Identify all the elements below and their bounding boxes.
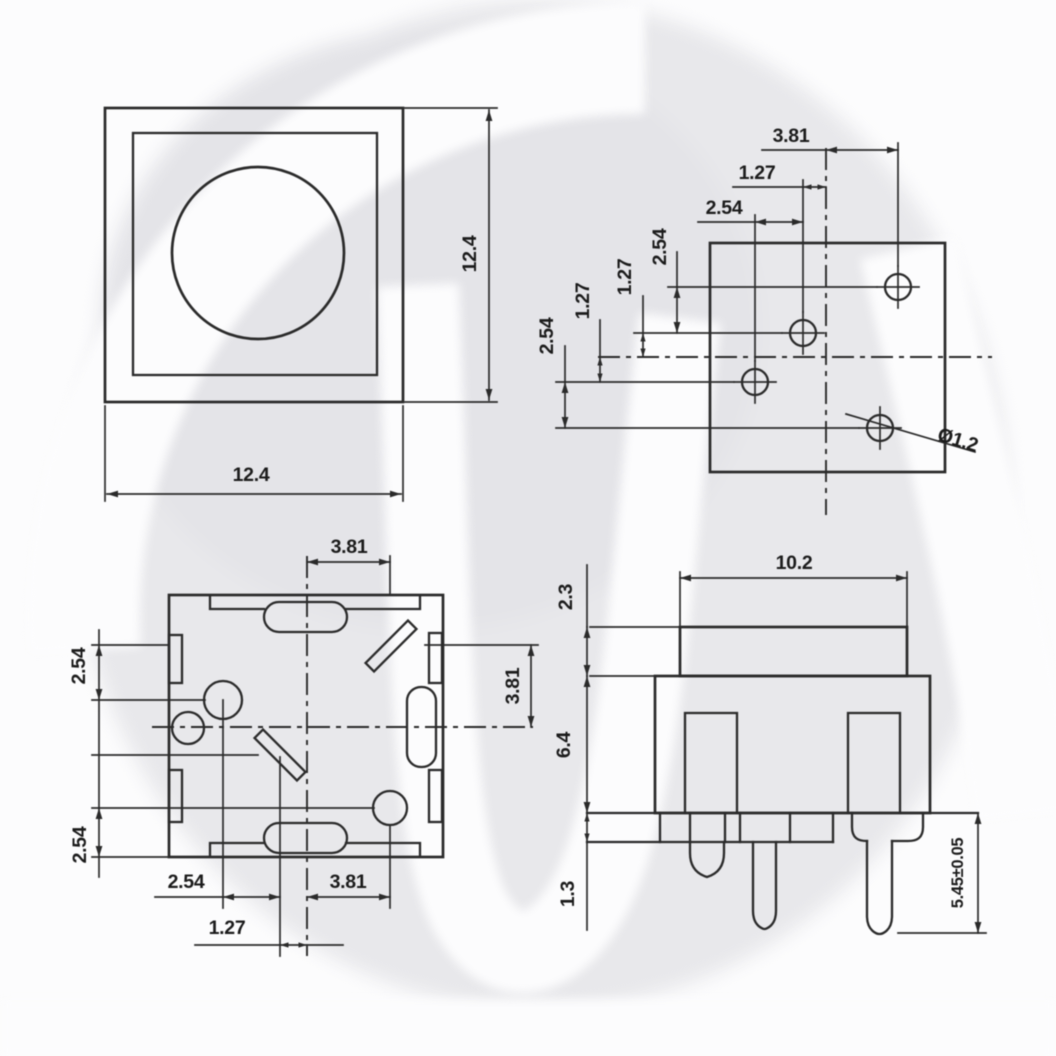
bottom-slot <box>262 821 349 855</box>
mounting-hole-middle <box>781 311 825 355</box>
side-right-tolerance-label: 5.45±0.05 <box>949 838 967 909</box>
mounting-hole-top-right <box>876 265 920 309</box>
side-slot-left <box>683 711 739 815</box>
locating-peg <box>688 840 726 879</box>
side-slot-right <box>846 711 902 815</box>
hole-left-254-top-label: 2.54 <box>649 228 671 265</box>
bottom-left-254-top-label: 2.54 <box>68 647 90 684</box>
side-view: 10.2 2.3 6.4 1.3 5.45±0.05 <box>553 552 987 936</box>
front-outer-square <box>103 106 405 404</box>
side-left-13-label: 1.3 <box>557 880 579 907</box>
hole-left-127-upper-label: 1.27 <box>614 259 636 296</box>
bottom-127-label: 1.27 <box>209 917 246 939</box>
bottom-body-outline <box>167 593 445 859</box>
hole-dim-127-label: 1.27 <box>739 162 776 184</box>
hole-dim-254-label: 2.54 <box>706 197 743 219</box>
front-inner-square <box>131 131 379 377</box>
hole-layout-outline <box>708 241 947 474</box>
side-top-102-label: 10.2 <box>776 552 813 574</box>
hole-left-127-lower-label: 1.27 <box>572 283 594 320</box>
right-pin <box>865 839 894 936</box>
hole-layout-view: 3.81 1.27 2.54 2.54 1.27 1.27 <box>536 125 992 515</box>
bottom-view: 3.81 2.54 2.54 3.81 2.54 <box>68 536 539 957</box>
bottom-left-254-bottom-label: 2.54 <box>69 826 91 863</box>
side-left-23-label: 2.3 <box>555 583 577 610</box>
side-left-64-label: 6.4 <box>553 731 575 758</box>
hole-dim-381-label: 3.81 <box>773 125 810 147</box>
middle-pin <box>751 840 778 931</box>
bottom-top-381-label: 3.81 <box>331 536 368 558</box>
front-height-dim-label: 12.4 <box>459 235 481 272</box>
front-barrel-circle <box>170 165 346 341</box>
diagonal-slot-center <box>252 727 308 783</box>
bottom-254-label: 2.54 <box>168 871 205 893</box>
bottom-381-label: 3.81 <box>330 871 367 893</box>
hole-dia-leader <box>844 412 977 454</box>
left-edge-slot-lower <box>167 768 184 824</box>
left-edge-slot-upper <box>167 633 184 685</box>
mounting-hole-left <box>733 360 777 404</box>
bottom-right-381-label: 3.81 <box>502 667 524 704</box>
right-edge-slot-lower <box>427 768 444 824</box>
right-edge-slot-upper <box>427 631 444 685</box>
hole-left-254-bottom-label: 2.54 <box>536 317 558 354</box>
pin-hole-2 <box>170 710 206 746</box>
front-width-dim-label: 12.4 <box>233 464 270 486</box>
top-slot <box>262 600 349 634</box>
front-view: 12.4 12.4 <box>103 106 498 502</box>
diagonal-slot-upper <box>363 618 419 674</box>
